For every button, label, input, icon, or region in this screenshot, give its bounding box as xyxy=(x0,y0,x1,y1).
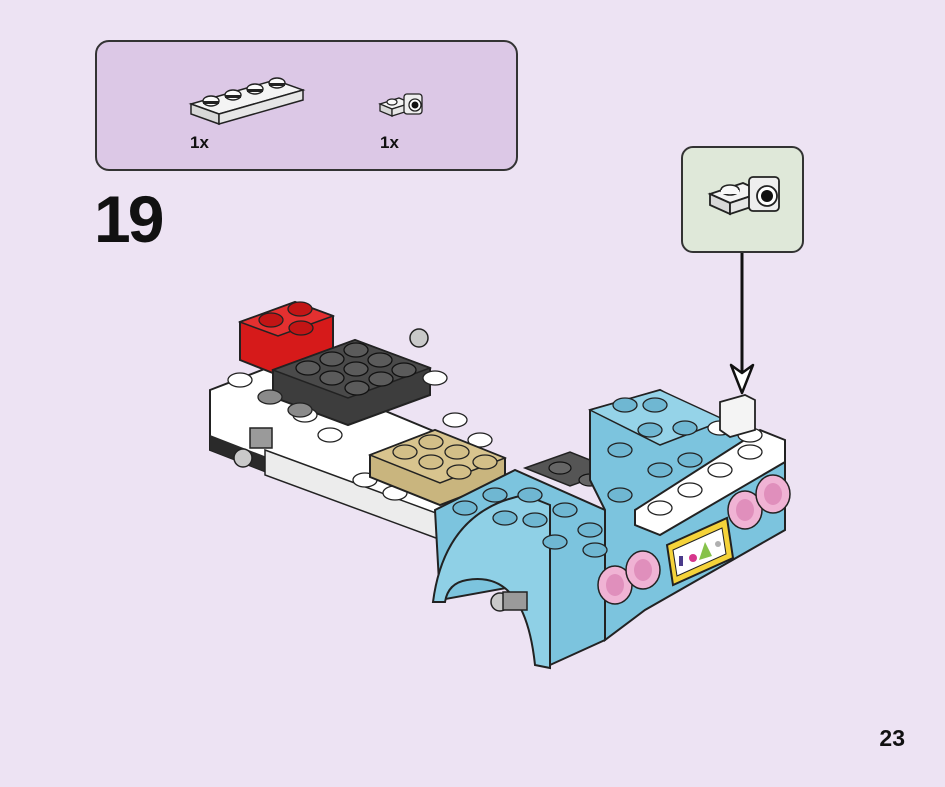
page-number: 23 xyxy=(879,725,905,751)
white-bracket-with-stud-icon xyxy=(705,170,787,233)
step-number: 19 xyxy=(94,182,164,256)
white-plate-1x4-icon xyxy=(187,74,307,126)
part-callout xyxy=(681,146,804,253)
white-bracket-with-stud-icon xyxy=(377,90,429,124)
placement-arrow xyxy=(725,253,761,403)
part-quantity: 1x xyxy=(380,133,399,152)
assembled-model-illustration xyxy=(205,280,805,685)
part-quantity: 1x xyxy=(190,133,209,152)
parts-list-panel: 1x 1x xyxy=(95,40,518,171)
